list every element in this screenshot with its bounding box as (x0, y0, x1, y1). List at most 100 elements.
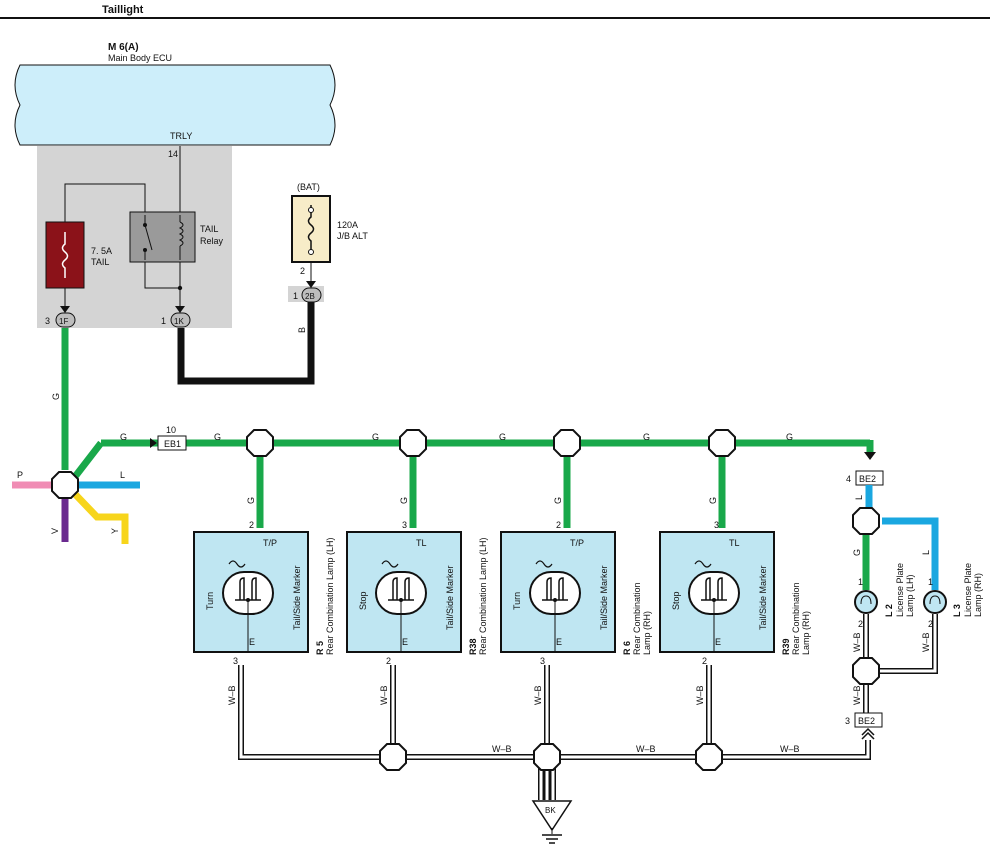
splice-bus-4 (708, 429, 736, 457)
plate-rh-top-pin: 1 (928, 577, 933, 587)
svg-text:W–B: W–B (852, 632, 862, 652)
connector-1k-pin: 1 (161, 316, 166, 326)
splice-ground-1 (379, 743, 407, 771)
svg-text:T/P: T/P (263, 538, 277, 548)
svg-text:W–B: W–B (921, 632, 931, 652)
lamp-r38: 3 TL E 2 Stop Tail/Side Marker (346, 520, 462, 666)
plate-lh-top-pin: 1 (858, 577, 863, 587)
splice-left (51, 471, 79, 499)
svg-text:T/P: T/P (570, 538, 584, 548)
svg-text:2: 2 (702, 656, 707, 666)
svg-text:Tail/Side Marker: Tail/Side Marker (758, 565, 768, 630)
connector-1f-label: 1F (59, 317, 68, 326)
plate-rh-code: L 3 (952, 604, 962, 617)
svg-text:E: E (249, 637, 255, 647)
splice-plate-bottom (852, 657, 880, 685)
relay-label-1: TAIL (200, 224, 218, 234)
connector-be2-top-pin: 4 (846, 474, 851, 484)
lamp-r5: 2 T/P E 3 Turn Tail/Side Marker (193, 520, 309, 666)
wire-y-label: Y (110, 528, 120, 534)
plate-lamp-rh (923, 590, 947, 614)
connector-be2-bottom-pin: 3 (845, 716, 850, 726)
lamp-r39-name-2: Lamp (RH) (801, 611, 811, 655)
plate-rh-bottom-pin: 2 (928, 619, 933, 629)
svg-text:E: E (715, 637, 721, 647)
plate-lamp-lh (854, 590, 878, 614)
svg-text:W–B: W–B (492, 744, 512, 754)
plate-lh-code: L 2 (884, 604, 894, 617)
alt-fuse-rating: 120A (337, 220, 358, 230)
lamp-r39-name-1: Rear Combination (791, 582, 801, 655)
svg-text:G: G (120, 432, 127, 442)
ecu-pin-label: TRLY (170, 131, 192, 141)
ecu-code: M 6(A) (108, 42, 139, 53)
svg-text:2: 2 (386, 656, 391, 666)
svg-text:G: G (372, 432, 379, 442)
lamp-r39: 3 TL E 2 Stop Tail/Side Marker (659, 520, 775, 666)
svg-text:E: E (556, 637, 562, 647)
svg-text:W–B: W–B (533, 685, 543, 705)
svg-text:G: G (852, 549, 862, 556)
connector-1k (170, 312, 191, 328)
splice-bus-2 (399, 429, 427, 457)
wire-p-label: P (17, 470, 23, 480)
svg-text:G: G (786, 432, 793, 442)
connector-1k-label: 1K (174, 317, 184, 326)
connector-be2-bottom (854, 712, 883, 728)
svg-text:3: 3 (402, 520, 407, 530)
plate-lh-line2: Lamp (LH) (905, 574, 915, 617)
wire-b (177, 302, 315, 385)
svg-text:2: 2 (249, 520, 254, 530)
wire-b-label: B (297, 327, 307, 333)
wire-l-label: L (120, 470, 125, 480)
lamp-r6-name-1: Rear Combination (632, 582, 642, 655)
lamp-r38-code: R38 (468, 638, 478, 655)
svg-text:G: G (51, 393, 61, 400)
svg-text:G: G (399, 497, 409, 504)
svg-text:3: 3 (540, 656, 545, 666)
svg-text:W–B: W–B (852, 685, 862, 705)
svg-text:2: 2 (556, 520, 561, 530)
connector-1f-pin: 3 (45, 316, 50, 326)
plate-lh-line1: License Plate (895, 563, 905, 617)
connector-be2-top-label: BE2 (859, 474, 876, 484)
page-title: Taillight (102, 4, 144, 16)
lamp-r5-name: Rear Combination Lamp (LH) (325, 537, 335, 655)
alt-fuse-pin: 2 (300, 266, 305, 276)
tail-fuse-name: TAIL (91, 257, 109, 267)
alt-fuse-name: J/B ALT (337, 231, 368, 241)
svg-text:G: G (643, 432, 650, 442)
svg-text:Stop: Stop (671, 591, 681, 610)
svg-text:W–B: W–B (227, 685, 237, 705)
svg-text:Turn: Turn (512, 592, 522, 610)
connector-be2-bottom-label: BE2 (858, 716, 875, 726)
svg-text:TL: TL (729, 538, 740, 548)
connector-eb1 (157, 435, 187, 451)
svg-text:W–B: W–B (379, 685, 389, 705)
svg-text:3: 3 (233, 656, 238, 666)
lamp-r6-name-2: Lamp (RH) (642, 611, 652, 655)
wire-v-label: V (50, 528, 60, 534)
svg-text:L: L (921, 550, 931, 555)
svg-text:TL: TL (416, 538, 427, 548)
svg-text:Turn: Turn (205, 592, 215, 610)
main-body-ecu (14, 64, 336, 146)
svg-text:3: 3 (714, 520, 719, 530)
svg-text:Tail/Side Marker: Tail/Side Marker (445, 565, 455, 630)
lamp-r6-code: R 6 (622, 641, 632, 655)
svg-text:G: G (708, 497, 718, 504)
splice-bus-1 (246, 429, 274, 457)
svg-text:G: G (214, 432, 221, 442)
lamp-r38-name: Rear Combination Lamp (LH) (478, 537, 488, 655)
plate-rh-line1: License Plate (963, 563, 973, 617)
svg-text:G: G (499, 432, 506, 442)
tail-fuse (45, 221, 85, 289)
connector-eb1-label: EB1 (164, 439, 181, 449)
ecu-name: Main Body ECU (108, 53, 172, 63)
svg-text:Stop: Stop (358, 591, 368, 610)
svg-text:E: E (402, 637, 408, 647)
svg-text:W–B: W–B (636, 744, 656, 754)
tail-relay (129, 211, 196, 263)
connector-2b-label: 2B (305, 292, 315, 301)
